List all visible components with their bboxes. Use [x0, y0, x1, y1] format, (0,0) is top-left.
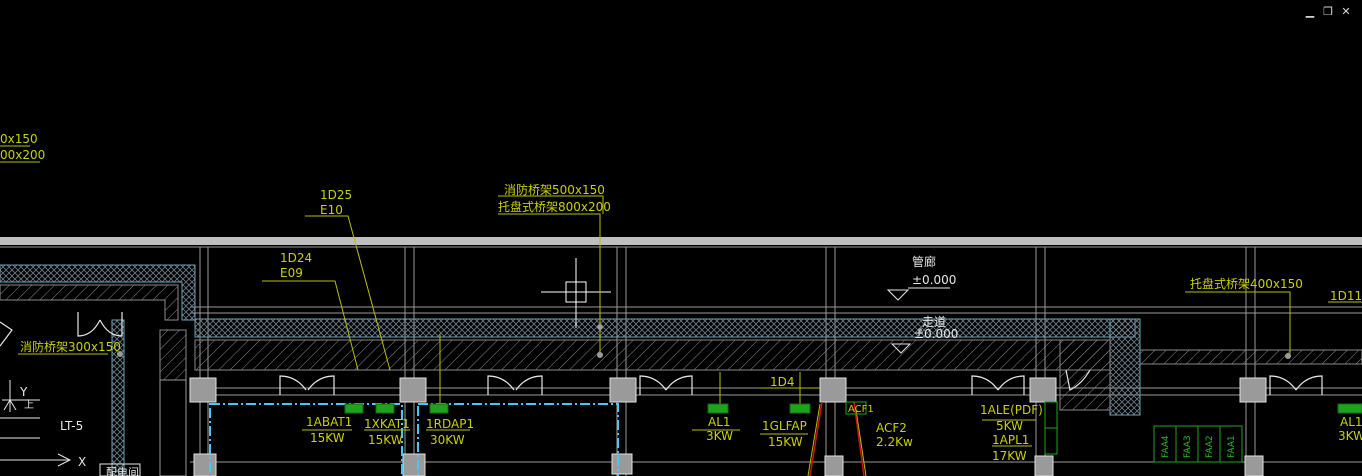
equip-name-1: 1ABAT1	[306, 415, 352, 429]
doors	[0, 312, 1323, 395]
equip-name-3: 1RDAP1	[426, 417, 474, 431]
label-d24: 1D24	[280, 251, 312, 265]
label-d25: 1D25	[320, 188, 352, 202]
faa-label-4: FAA4	[1161, 435, 1171, 458]
label-e09: E09	[280, 266, 303, 280]
tray-bend	[1109, 318, 1141, 416]
label-support-tray: 托盘式桥架800x200	[498, 199, 611, 214]
window-controls: ▁ ❐ ✕	[1304, 6, 1352, 18]
label-y: Y	[19, 385, 28, 399]
vertical-panel	[1044, 401, 1058, 455]
left-vertical-tray	[111, 319, 125, 476]
close-icon[interactable]: ✕	[1341, 5, 1351, 18]
equip-name-5: 1GLFAP	[762, 419, 807, 433]
faa-label-2: FAA2	[1205, 435, 1215, 458]
distribution-boxes	[344, 403, 1362, 414]
equip-power-10: 3KW	[1338, 429, 1362, 443]
equip-power-3: 30KW	[430, 433, 465, 447]
label-top-left-2: 00x200	[0, 148, 45, 162]
tray-bend-2	[1059, 339, 1111, 411]
equip-name-6: ACF1	[848, 404, 874, 415]
acf1-box	[845, 401, 867, 415]
left-tray-bend-2	[0, 284, 179, 321]
equip-power-5: 15KW	[768, 435, 803, 449]
tray-nodes	[117, 324, 1291, 359]
left-tray-bend	[0, 264, 196, 321]
label-gallery-level: ±0.000	[912, 273, 956, 287]
stair-symbol	[0, 380, 141, 476]
right-cable-tray	[1139, 349, 1362, 365]
label-right-tray: 托盘式桥架400x150	[1190, 276, 1303, 291]
level-marker-icon	[886, 289, 910, 301]
left-wall	[159, 379, 187, 476]
equip-power-2: 15KW	[368, 433, 403, 447]
faa-label-3: FAA3	[1183, 435, 1193, 458]
equip-name-4: AL1	[708, 415, 731, 429]
faa-label-1: FAA1	[1227, 435, 1237, 458]
label-corridor-level: ±0.000	[914, 327, 958, 341]
label-fire-tray: 消防桥架500x150	[504, 182, 605, 197]
label-gallery: 管廊	[912, 254, 936, 269]
label-x: X	[78, 455, 86, 469]
label-e10: E10	[320, 203, 343, 217]
left-vertical-tray-2	[159, 329, 187, 381]
label-up: 上	[24, 399, 34, 411]
equip-name-2: 1XKAT1	[364, 417, 410, 431]
faa-panel	[1153, 425, 1243, 463]
label-left-fire-tray: 消防桥架300x150	[20, 339, 121, 354]
equip-power-9: 17KW	[992, 449, 1027, 463]
label-d4: 1D4	[770, 375, 795, 389]
structural-columns	[189, 377, 1267, 476]
equip-power-7: 2.2Kw	[876, 435, 913, 449]
fire-cable-tray	[194, 318, 1136, 338]
equip-name-8: 1ALE(PDF)	[980, 403, 1043, 417]
equip-power-4: 3KW	[706, 429, 733, 443]
equip-name-10: AL1	[1340, 415, 1362, 429]
room-outlines	[209, 403, 619, 476]
equip-power-8: 5KW	[996, 419, 1023, 433]
equip-power-1: 15KW	[310, 431, 345, 445]
equip-name-9: 1APL1	[992, 433, 1029, 447]
minimize-icon[interactable]: ▁	[1305, 5, 1315, 18]
cursor-crosshair	[541, 258, 611, 328]
equip-name-7: ACF2	[876, 421, 907, 435]
label-d11: 1D11	[1330, 289, 1362, 303]
main-wall	[0, 237, 1362, 245]
label-bottom-left-box: 配电间	[106, 466, 139, 476]
restore-icon[interactable]: ❐	[1323, 5, 1333, 18]
support-cable-tray	[194, 339, 1111, 371]
label-lt5: LT-5	[60, 419, 83, 433]
leader-lines	[0, 145, 1362, 476]
corridor-level-marker-icon	[890, 343, 912, 354]
label-corridor: 走道	[922, 315, 946, 329]
label-top-left-1: 0x150	[0, 132, 38, 146]
